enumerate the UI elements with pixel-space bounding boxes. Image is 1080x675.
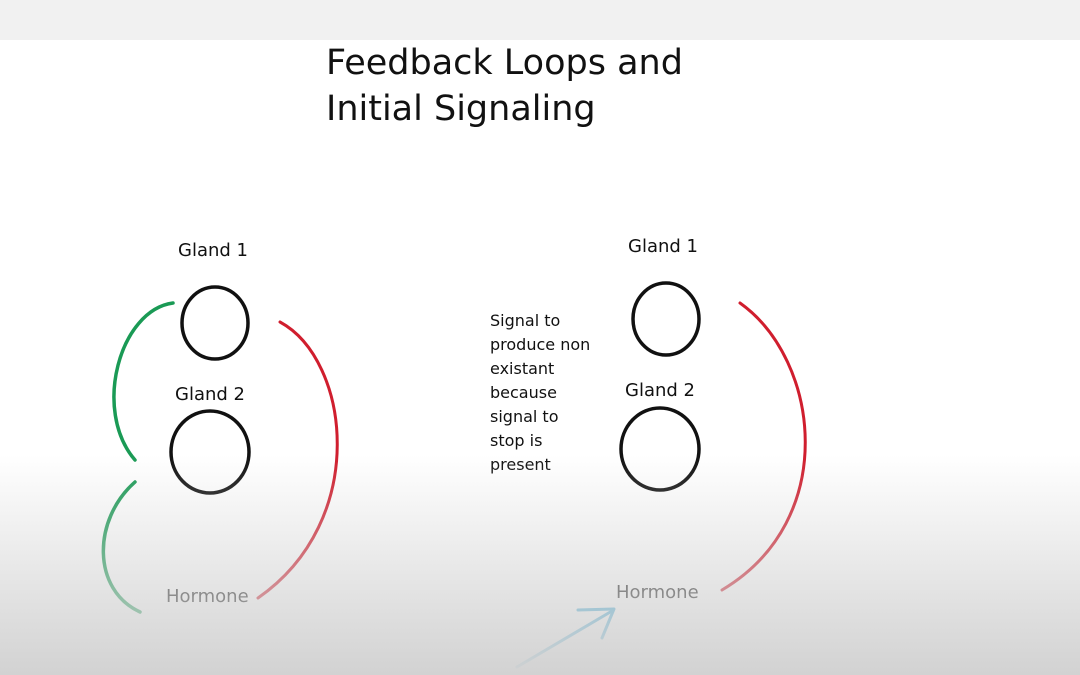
pointer-arrow [515,607,616,669]
left-gland-2-label: Gland 2 [175,384,245,405]
left-inhibit-arc [256,320,339,600]
left-gland-2-circle [169,409,251,495]
left-gland-1-circle [180,285,250,361]
right-gland-1-label: Gland 1 [628,236,698,257]
left-hormone-label: Hormone [166,586,249,607]
right-gland-1-circle [631,281,701,357]
right-hormone-label: Hormone [616,582,699,603]
right-inhibit-arc [720,301,807,592]
left-gland-1-label: Gland 1 [178,240,248,261]
title-line-1: Feedback Loops and [326,43,683,83]
top-bar [0,0,1080,40]
title-line-2: Initial Signaling [326,89,596,129]
left-stimulate-arc-upper [112,301,175,462]
left-stimulate-arc-lower [101,480,142,614]
slide-title: Feedback Loops and Initial Signaling [326,40,683,132]
signal-note: Signal to produce non existant because s… [490,311,591,474]
right-gland-2-label: Gland 2 [625,380,695,401]
right-gland-2-circle [619,406,701,492]
